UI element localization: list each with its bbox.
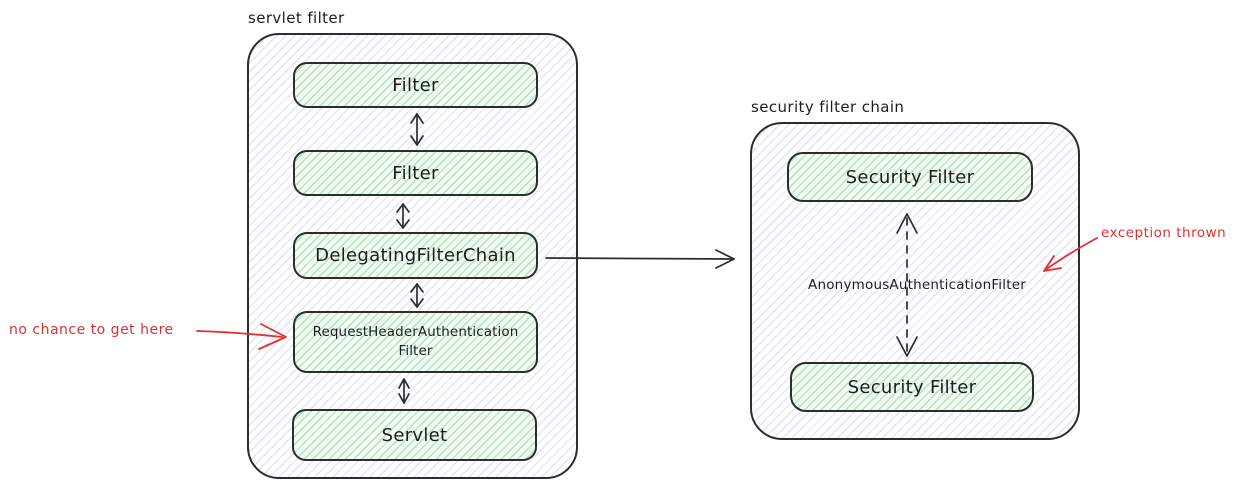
node-servlet: Servlet: [292, 409, 537, 461]
anonymous-authentication-filter-label: AnonymousAuthenticationFilter: [808, 277, 1026, 293]
node-filter-1: Filter: [293, 62, 538, 108]
node-security-filter-bottom-label: Security Filter: [847, 376, 977, 398]
request-header-line1: RequestHeaderAuthentication: [312, 324, 519, 340]
node-filter-1-label: Filter: [392, 74, 439, 96]
node-security-filter-bottom: Security Filter: [790, 362, 1034, 412]
node-security-filter-top-label: Security Filter: [845, 166, 975, 188]
node-request-header-authentication-filter-label: RequestHeaderAuthentication Filter: [313, 323, 519, 361]
node-security-filter-top: Security Filter: [787, 152, 1033, 202]
node-filter-2-label: Filter: [392, 162, 439, 184]
servlet-filter-group-label: servlet filter: [248, 9, 345, 27]
node-delegating-filter-chain-label: DelegatingFilterChain: [315, 245, 516, 266]
security-filter-chain-group-label: security filter chain: [751, 98, 905, 116]
annotation-exception-thrown: exception thrown: [1101, 225, 1227, 241]
request-header-line2: Filter: [398, 343, 433, 359]
node-request-header-authentication-filter: RequestHeaderAuthentication Filter: [293, 311, 538, 373]
annotation-no-chance-to-get-here: no chance to get here: [9, 322, 174, 338]
node-servlet-label: Servlet: [381, 424, 448, 446]
node-delegating-filter-chain: DelegatingFilterChain: [293, 232, 538, 279]
node-filter-2: Filter: [293, 150, 538, 196]
